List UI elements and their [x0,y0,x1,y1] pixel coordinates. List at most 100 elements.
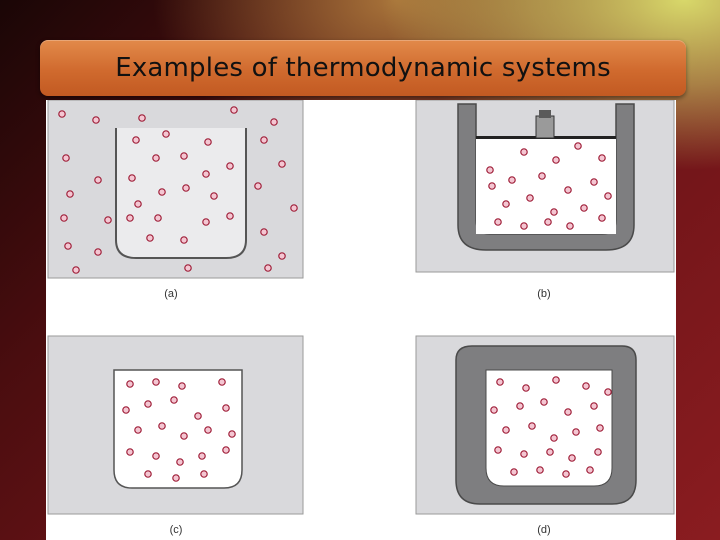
gas-particle [580,204,588,212]
gas-particle [222,446,230,454]
panel-a-open-system [47,100,304,279]
panel-d-inner-volume [485,369,613,487]
gas-particle [126,380,134,388]
panel-d-label: (d) [537,524,551,536]
gas-particle [194,412,202,420]
gas-particle [204,426,212,434]
gas-particle [502,200,510,208]
gas-particle [146,234,154,242]
gas-particle [94,248,102,256]
gas-particle [180,152,188,160]
panel-d-particles [490,376,612,478]
gas-particle [184,264,192,272]
gas-particle [152,378,160,386]
panel-b-closed-system [415,100,675,273]
gas-particle [490,406,498,414]
gas-particle [126,214,134,222]
gas-particle [178,382,186,390]
slide-title: Examples of thermodynamic systems [115,53,611,83]
gas-particle [488,182,496,190]
gas-particle [528,422,536,430]
gas-particle [568,454,576,462]
gas-particle [226,212,234,220]
gas-particle [496,378,504,386]
panel-c-container [113,369,243,489]
gas-particle [122,406,130,414]
gas-particle [254,182,262,190]
gas-particle [158,422,166,430]
gas-particle [278,160,286,168]
gas-particle [604,192,612,200]
gas-particle [176,458,184,466]
gas-particle [598,154,606,162]
gas-particle [550,434,558,442]
gas-particle [566,222,574,230]
thermodynamic-systems-figure: (a) (b) (c) (d) [46,100,676,540]
gas-particle [590,402,598,410]
panel-b-label: (b) [537,288,551,300]
gas-particle [550,208,558,216]
gas-particle [260,228,268,236]
gas-particle [66,190,74,198]
gas-particle [198,452,206,460]
gas-particle [152,154,160,162]
gas-particle [180,236,188,244]
gas-particle [604,388,612,396]
gas-particle [564,408,572,416]
gas-particle [598,214,606,222]
gas-particle [204,138,212,146]
gas-particle [202,218,210,226]
gas-particle [138,114,146,122]
gas-particle [158,188,166,196]
gas-particle [536,466,544,474]
gas-particle [516,402,524,410]
gas-particle [546,448,554,456]
panel-a-label: (a) [164,288,178,300]
panel-a-open-beaker [115,128,247,259]
gas-particle [538,172,546,180]
gas-particle [182,184,190,192]
gas-particle [202,170,210,178]
gas-particle [60,214,68,222]
gas-particle [494,218,502,226]
panel-b-gas-volume [476,138,616,234]
slide-title-bar: Examples of thermodynamic systems [40,40,686,96]
panel-c-label: (c) [169,524,183,536]
gas-particle [494,446,502,454]
gas-particle [92,116,100,124]
gas-particle [226,162,234,170]
gas-particle [72,266,80,274]
gas-particle [144,400,152,408]
panel-c-particles [122,378,236,482]
gas-particle [564,186,572,194]
gas-particle [290,204,298,212]
gas-particle [132,136,140,144]
gas-particle [152,452,160,460]
gas-particle [540,398,548,406]
panel-b-piston-cap [539,110,551,118]
gas-particle [62,154,70,162]
gas-particle [218,378,226,386]
gas-particle [228,430,236,438]
gas-particle [594,448,602,456]
gas-particle [180,432,188,440]
gas-particle [574,142,582,150]
panel-c-system [47,335,304,515]
gas-particle [170,396,178,404]
gas-particle [154,214,162,222]
gas-particle [596,424,604,432]
panel-b-particles [486,142,612,230]
gas-particle [104,216,112,224]
gas-particle [200,470,208,478]
gas-particle [582,382,590,390]
gas-particle [270,118,278,126]
gas-particle [64,242,72,250]
gas-particle [58,110,66,118]
gas-particle [520,450,528,458]
panel-d-isolated-system [415,335,675,515]
gas-particle [510,468,518,476]
gas-particle [162,130,170,138]
gas-particle [572,428,580,436]
gas-particle [586,466,594,474]
gas-particle [508,176,516,184]
